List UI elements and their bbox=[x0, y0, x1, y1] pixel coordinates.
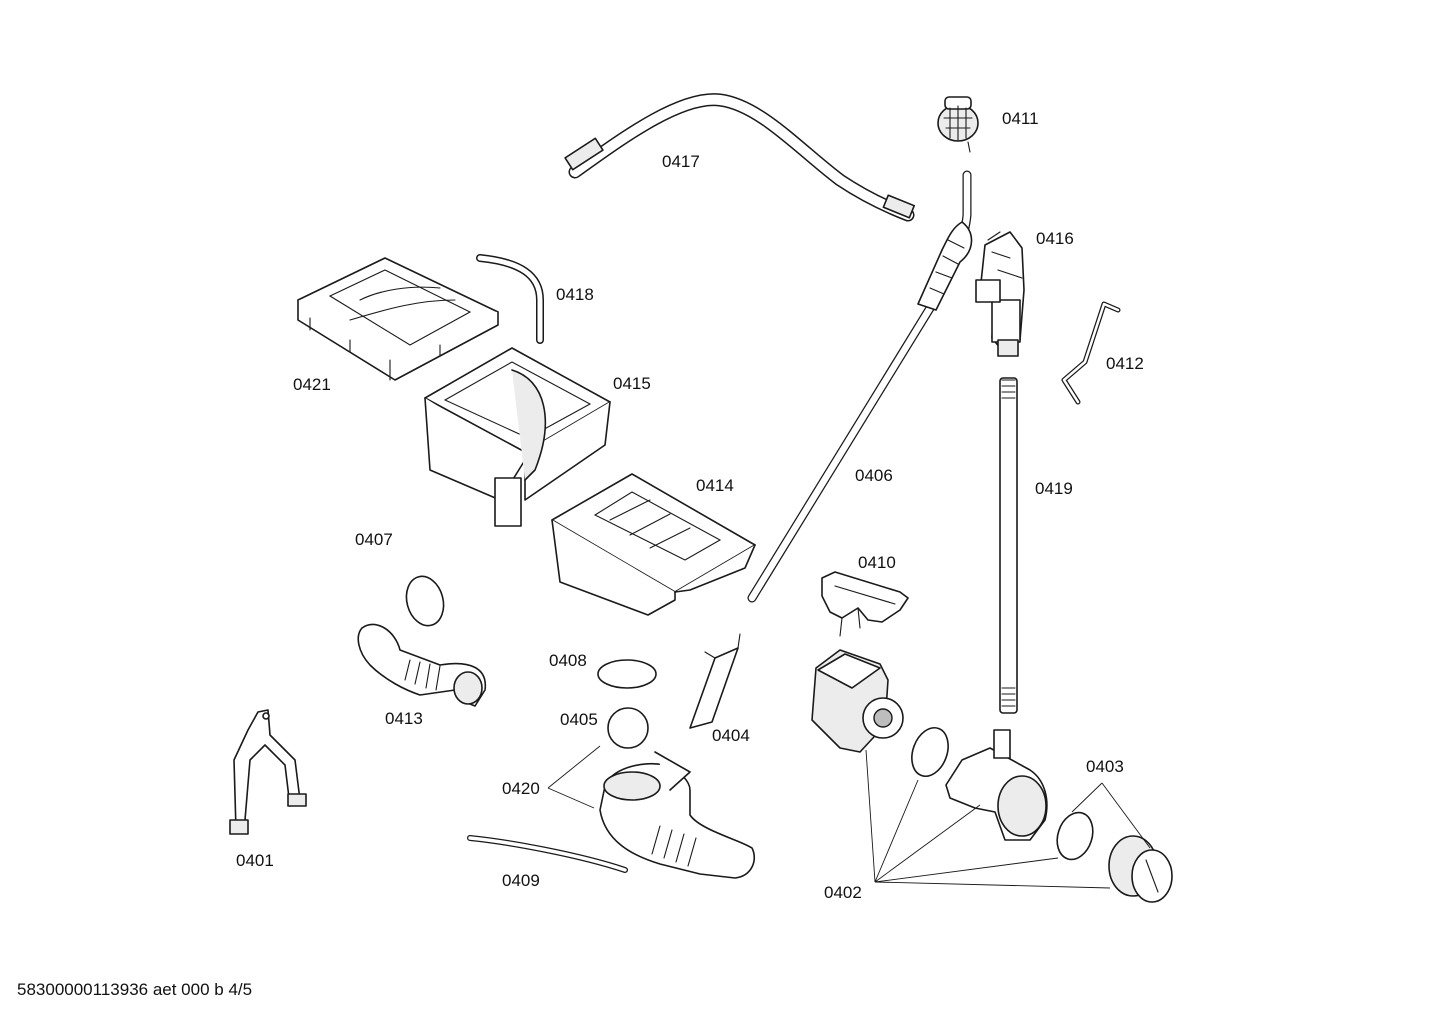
part-0402-housing bbox=[945, 729, 1048, 841]
label-0419: 0419 bbox=[1035, 479, 1073, 498]
part-0414-drawer bbox=[551, 473, 756, 616]
part-0403-seal bbox=[1056, 811, 1094, 861]
label-0409: 0409 bbox=[502, 871, 540, 890]
part-0409-hose bbox=[467, 835, 628, 873]
label-0421: 0421 bbox=[293, 375, 331, 394]
label-0408: 0408 bbox=[549, 651, 587, 670]
label-0410: 0410 bbox=[858, 553, 896, 572]
part-0419-hose bbox=[999, 377, 1018, 714]
part-0412-bent-rod bbox=[1061, 301, 1121, 405]
label-0404: 0404 bbox=[712, 726, 750, 745]
part-0417-hose bbox=[564, 93, 916, 222]
part-0406-hose bbox=[747, 170, 973, 603]
part-0405-ball bbox=[607, 707, 649, 749]
part-0402-pump bbox=[811, 649, 904, 753]
label-0420: 0420 bbox=[502, 779, 540, 798]
label-0412: 0412 bbox=[1106, 354, 1144, 373]
label-0407: 0407 bbox=[355, 530, 393, 549]
label-0416: 0416 bbox=[1036, 229, 1074, 248]
label-0415: 0415 bbox=[613, 374, 651, 393]
part-0420-sump bbox=[599, 751, 756, 879]
label-0401: 0401 bbox=[236, 851, 274, 870]
label-0405: 0405 bbox=[560, 710, 598, 729]
part-0407-gasket bbox=[405, 575, 445, 627]
part-0403-filter bbox=[1108, 835, 1173, 903]
label-0402: 0402 bbox=[824, 883, 862, 902]
label-0417: 0417 bbox=[662, 152, 700, 171]
label-0418: 0418 bbox=[556, 285, 594, 304]
part-0408-ring bbox=[597, 659, 657, 689]
part-0416-valve bbox=[975, 231, 1025, 357]
part-0415-dispenser-housing bbox=[424, 347, 611, 527]
label-0403: 0403 bbox=[1086, 757, 1124, 776]
part-0402-oring bbox=[911, 726, 949, 778]
part-0401-bracket bbox=[229, 709, 307, 835]
part-0413-bellows bbox=[357, 623, 487, 707]
label-0413: 0413 bbox=[385, 709, 423, 728]
part-0404-tube bbox=[689, 633, 741, 729]
label-0406: 0406 bbox=[855, 466, 893, 485]
part-0421-cover bbox=[297, 257, 499, 381]
part-0411-pressure-switch bbox=[937, 96, 979, 153]
part-0410-clip bbox=[821, 571, 909, 637]
part-0418-hose bbox=[476, 254, 544, 344]
leader-lines bbox=[547, 745, 1151, 889]
label-0414: 0414 bbox=[696, 476, 734, 495]
label-0411: 0411 bbox=[1002, 109, 1039, 128]
drawing-reference: 58300000113936 aet 000 b 4/5 bbox=[17, 980, 253, 999]
